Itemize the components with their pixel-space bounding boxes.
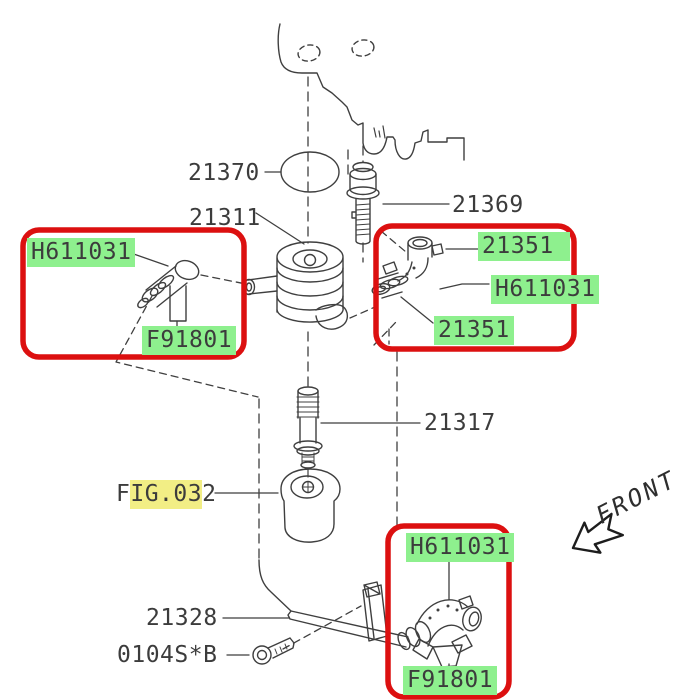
part-label-f91801-left[interactable]: F91801 <box>142 326 237 355</box>
part-21369-drawing <box>346 161 380 245</box>
highlight-text: H611031 <box>406 533 515 562</box>
bolt-0104sb-drawing <box>252 637 295 665</box>
annotation-box-left <box>20 227 247 360</box>
highlight-text: H611031 <box>491 275 600 304</box>
part-label-h611031-bottom[interactable]: H611031 <box>406 533 515 562</box>
fig-highlighted-text: IG.03 <box>130 480 203 509</box>
part-label-21351-lower[interactable]: 21351 <box>434 316 514 345</box>
part-label-21370[interactable]: 21370 <box>188 160 260 186</box>
part-label-21311[interactable]: 21311 <box>189 205 261 231</box>
part-label-h611031-left[interactable]: H611031 <box>27 238 136 267</box>
oil-filter-drawing <box>280 468 341 543</box>
part-label-21369[interactable]: 21369 <box>452 192 524 218</box>
highlight-text: H611031 <box>27 238 136 267</box>
leader-lines <box>127 171 490 670</box>
fig-reference-label[interactable]: FIG.032 <box>116 480 217 509</box>
part-label-21351-upper[interactable]: 21351 <box>478 232 570 261</box>
bottom-hose-drawing <box>397 595 482 668</box>
annotation-box-bottom <box>385 523 512 700</box>
part-label-h611031-right[interactable]: H611031 <box>491 275 600 304</box>
highlight-text: F91801 <box>142 326 237 355</box>
highlight-text: 21351 <box>478 232 570 261</box>
part-21317-drawing <box>293 386 323 478</box>
highlight-text: 21351 <box>434 316 514 345</box>
left-fitting-drawing <box>137 259 200 322</box>
assembly-reference-dashes <box>115 230 407 650</box>
fig-prefix: F <box>116 481 131 507</box>
engine-block-outline <box>277 23 465 161</box>
part-label-f91801-bottom[interactable]: F91801 <box>403 666 498 695</box>
right-elbow-drawing <box>371 236 444 299</box>
part-label-0104sb[interactable]: 0104S*B <box>117 642 218 668</box>
oring-21370-drawing <box>280 151 340 193</box>
part-label-21328[interactable]: 21328 <box>146 605 218 631</box>
part-label-21317[interactable]: 21317 <box>424 410 496 436</box>
centerlines <box>258 76 398 561</box>
oil-cooler-drawing <box>242 241 349 330</box>
leader-to-pipe <box>258 559 292 612</box>
highlight-text: F91801 <box>403 666 498 695</box>
front-arrow-icon <box>571 512 624 554</box>
fig-suffix: 2 <box>202 481 217 507</box>
